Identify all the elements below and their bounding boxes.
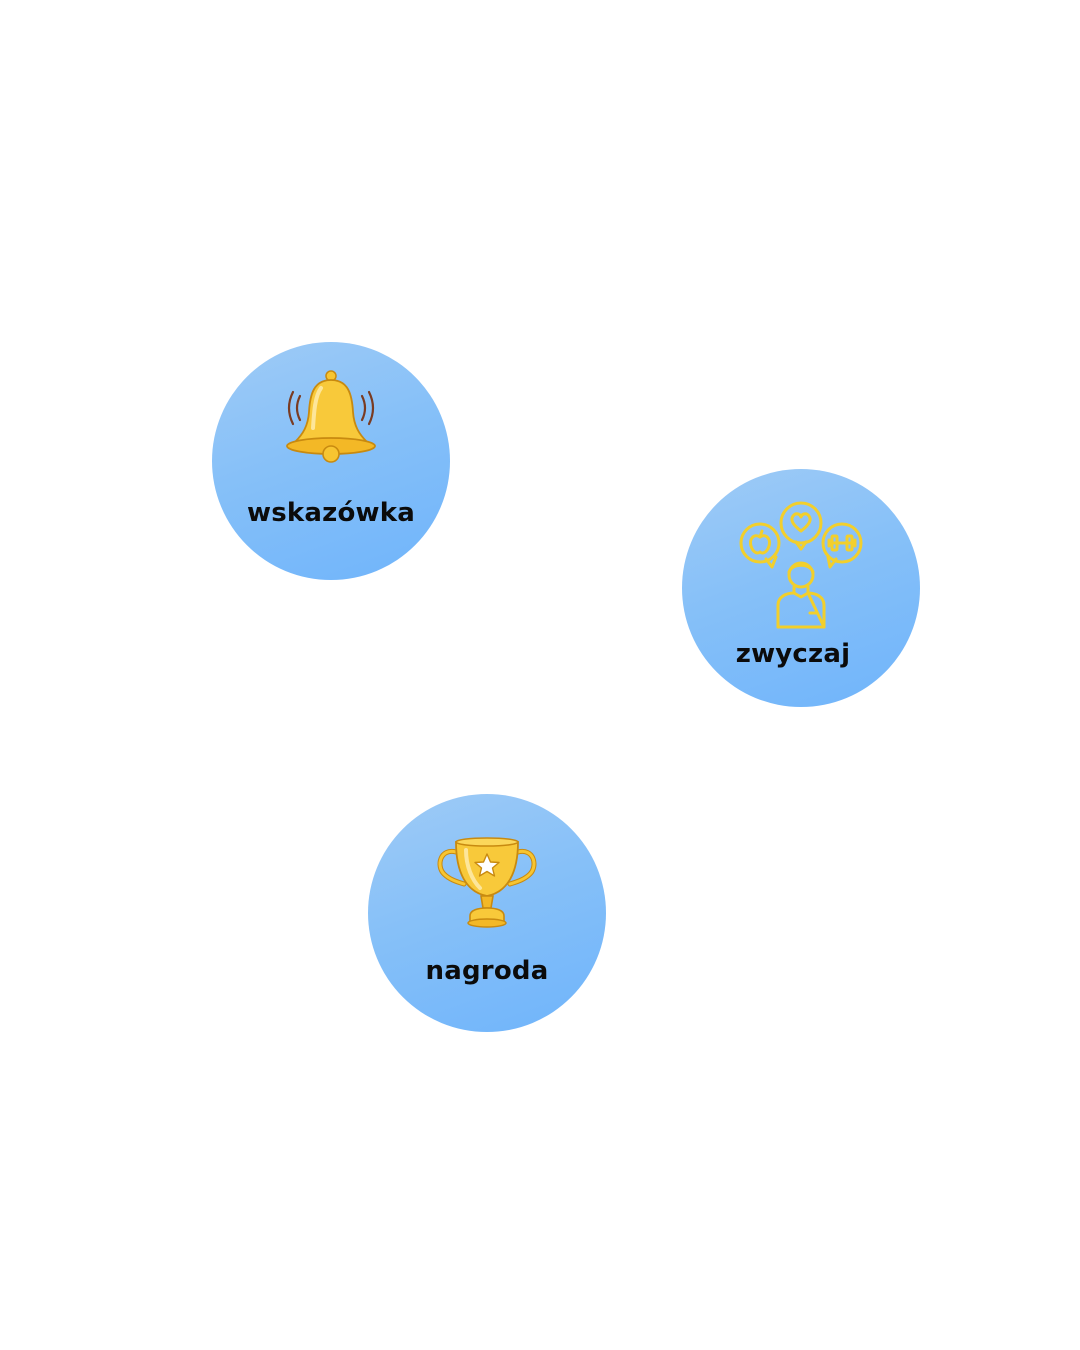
node-reward: nagroda xyxy=(368,794,606,1032)
node-habit: zwyczaj xyxy=(682,469,920,707)
habit-person-icon xyxy=(739,501,863,629)
node-label: nagroda xyxy=(425,956,549,986)
bell-icon xyxy=(286,370,376,463)
node-label: zwyczaj xyxy=(735,639,851,669)
node-label: wskazówka xyxy=(247,498,415,528)
node-cue: wskazówka xyxy=(212,342,450,580)
trophy-icon xyxy=(437,837,537,928)
